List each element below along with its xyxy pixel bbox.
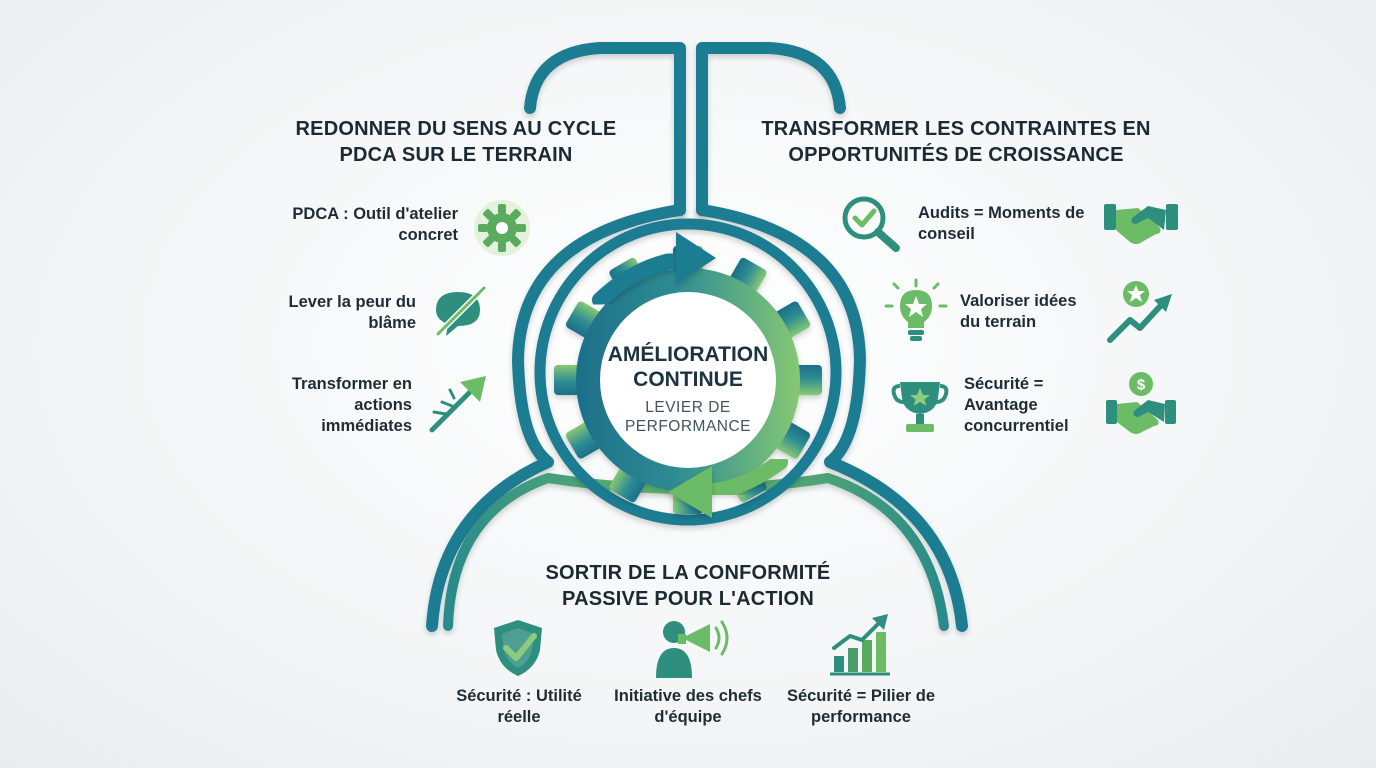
outer-ring-left [426,204,686,632]
top-right-hook [696,42,846,216]
handshake-dollar-icon: $ [1106,372,1176,434]
center-title: AMÉLIORATION CONTINUE [607,343,769,391]
cycle-arrow-bottom-head [668,466,712,518]
item-competitive-advantage: Sécurité = Avantage concurrentiel [964,375,1069,435]
item-performance-pillar: Sécurité = Pilier de performance [786,687,936,726]
heading-bottom: SORTIR DE LA CONFORMITÉ PASSIVE POUR L'A… [545,562,831,610]
megaphone-person-icon [656,620,729,678]
item-blame-fear: Lever la peur du blâme [288,293,416,332]
center-title-box: AMÉLIORATION CONTINUE LEVIER DE PERFORMA… [588,342,788,436]
item-field-ideas: Valoriser idées du terrain [960,292,1077,331]
center-gear [554,246,822,514]
svg-text:$: $ [1137,377,1146,394]
item-real-utility: Sécurité : Utilité réelle [456,687,582,726]
item-team-leaders: Initiative des chefs d'équipe [614,687,762,726]
top-left-hook [524,42,686,216]
outer-ring-right [696,204,968,632]
center-subtitle: LEVIER DE PERFORMANCE [624,399,752,435]
arrow-burst-icon [429,376,486,433]
trophy-icon [891,382,949,432]
gear-icon [474,200,530,256]
cycle-arrow-top-head [676,232,716,284]
item-audits: Audits = Moments de conseil [918,204,1085,243]
item-immediate-actions: Transformer en actions immédiates [291,375,412,435]
growth-arrow-star-icon [1107,281,1172,343]
heading-top-right: TRANSFORMER LES CONTRAINTES EN OPPORTUNI… [761,118,1151,166]
shield-check-icon [494,620,542,676]
lightbulb-star-icon [884,278,948,341]
inner-ring [534,218,842,526]
heading-top-left: REDONNER DU SENS AU CYCLE PDCA SUR LE TE… [295,118,617,166]
handshake-icon [1104,204,1178,244]
item-pdca-tool: PDCA : Outil d'atelier concret [292,205,458,244]
bar-chart-arrow-icon [830,614,890,676]
crossed-chat-bubble-icon [435,285,487,337]
magnifier-check-icon [842,196,900,252]
